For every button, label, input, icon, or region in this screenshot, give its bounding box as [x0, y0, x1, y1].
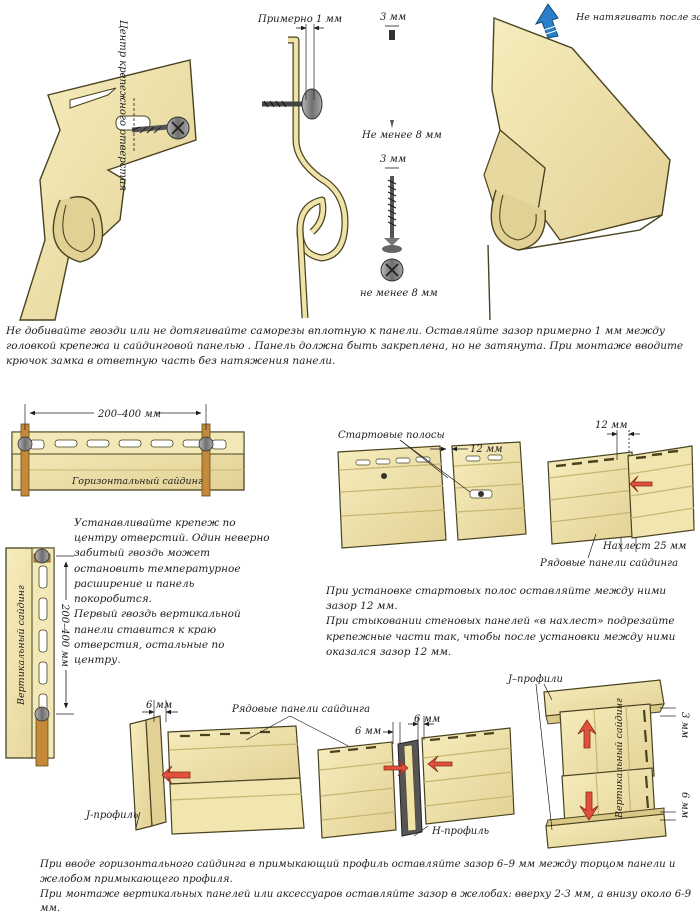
caption-bottom: При вводе горизонтального сайдинга в при…: [40, 858, 696, 917]
caption-middle-left-1: Устанавливайте крепеж по центру отверсти…: [74, 517, 270, 606]
overlap-panel-right: [627, 445, 695, 539]
starter-strip-left: [337, 445, 447, 549]
h-profile-panels: [317, 727, 515, 839]
starter-leader-b: [399, 439, 471, 493]
no-tension-arrow: [534, 3, 559, 39]
row-panels-label: Рядовые панели сайдинга: [539, 558, 678, 569]
caption-middle-left-2: Первый гвоздь вертикальной панели ставит…: [74, 608, 241, 666]
h-gap-6mm-right-label: 6 мм: [414, 714, 440, 725]
j-profile-left: [129, 715, 167, 831]
range-vertical-label: 200–400 мм: [59, 603, 70, 667]
vertical-panel-upper: [559, 703, 655, 785]
bottom-gap-6mm-label: 6 мм: [679, 792, 690, 818]
panel-lock-profile-right: [483, 16, 671, 321]
overlap-gap-12mm-label: 12 мм: [595, 420, 628, 431]
starter-strip-right: [451, 441, 527, 541]
caption-middle-left: Устанавливайте крепеж по центру отверсти…: [74, 516, 270, 668]
starter-strips-label: Стартовые полосы: [338, 430, 445, 441]
j-profiles-label: J–профили: [506, 674, 563, 685]
j-profile-bottom: [545, 807, 667, 849]
horizontal-siding-label: Горизонтальный сайдинг: [71, 476, 203, 487]
no-tension-label: Не натягивать после защелкивания замка: [575, 12, 700, 23]
approx-1mm-label: Примерно 1 мм: [257, 14, 342, 25]
vertical-arrow-up: [577, 719, 597, 749]
screw-right: [380, 176, 404, 282]
vertical-nail-top: [33, 548, 51, 564]
nail-min-8mm-label: Не менее 8 мм: [361, 130, 442, 141]
h-gap-6mm-left-label: 6 мм: [355, 726, 381, 737]
screw-min-8mm-label: не менее 8 мм: [360, 288, 438, 299]
vertical-arrow-down: [579, 791, 599, 821]
wall-profile-middle: [288, 36, 349, 319]
starter-gap-12mm-label: 12 мм: [470, 444, 503, 455]
fastener-center-label: Центр крепежного отверстия: [117, 20, 128, 191]
j-profile-arrow: [161, 765, 191, 785]
range-horizontal-label: 200–400 мм: [97, 409, 161, 420]
caption-top: Не добивайте гвозди или не дотягивайте с…: [6, 324, 694, 370]
caption-middle-right: При установке стартовых полос оставляйте…: [326, 584, 696, 660]
vertical-siding-label: Вертикальный сайдинг: [16, 585, 27, 706]
overlap-label: Нахлест 25 мм: [602, 541, 686, 552]
h-profile-arrow-left: [383, 759, 409, 777]
nail-3mm-label: 3 мм: [380, 12, 406, 23]
screw-middle: [262, 88, 323, 120]
caption-middle-right-2: При стыковании стеновых панелей «в нахле…: [326, 615, 676, 658]
j-gap-6mm-label: 6 мм: [146, 700, 172, 711]
vertical-siding-panel: [5, 547, 55, 759]
caption-bottom-2: При монтаже вертикальных панелей или акс…: [40, 888, 692, 915]
row-panels-siding-label: Рядовые панели сайдинга: [231, 704, 370, 715]
caption-bottom-1: При вводе горизонтального сайдинга в при…: [40, 859, 676, 885]
nail: [389, 30, 395, 128]
h-profile-label: H-профиль: [431, 826, 489, 837]
overlap-panel-left: [547, 451, 637, 545]
vertical-siding-b-label: Вертикальный сайдинг: [614, 698, 625, 819]
top-gap-3mm-label: 3 мм: [679, 712, 690, 738]
screw-left: [131, 116, 190, 140]
horizontal-panels-bottom-left: [167, 725, 305, 835]
screw-3mm-label: 3 мм: [380, 154, 406, 165]
caption-middle-right-1: При установке стартовых полос оставляйте…: [326, 585, 667, 613]
j-profile-label: J-профиль: [84, 810, 138, 821]
vertical-nail-bottom: [34, 706, 50, 767]
caption-top-text: Не добивайте гвозди или не дотягивайте с…: [6, 325, 684, 368]
overlap-arrow: [629, 475, 653, 493]
h-profile-arrow-right: [427, 755, 453, 773]
panel-lock-profile-left: [19, 59, 197, 321]
